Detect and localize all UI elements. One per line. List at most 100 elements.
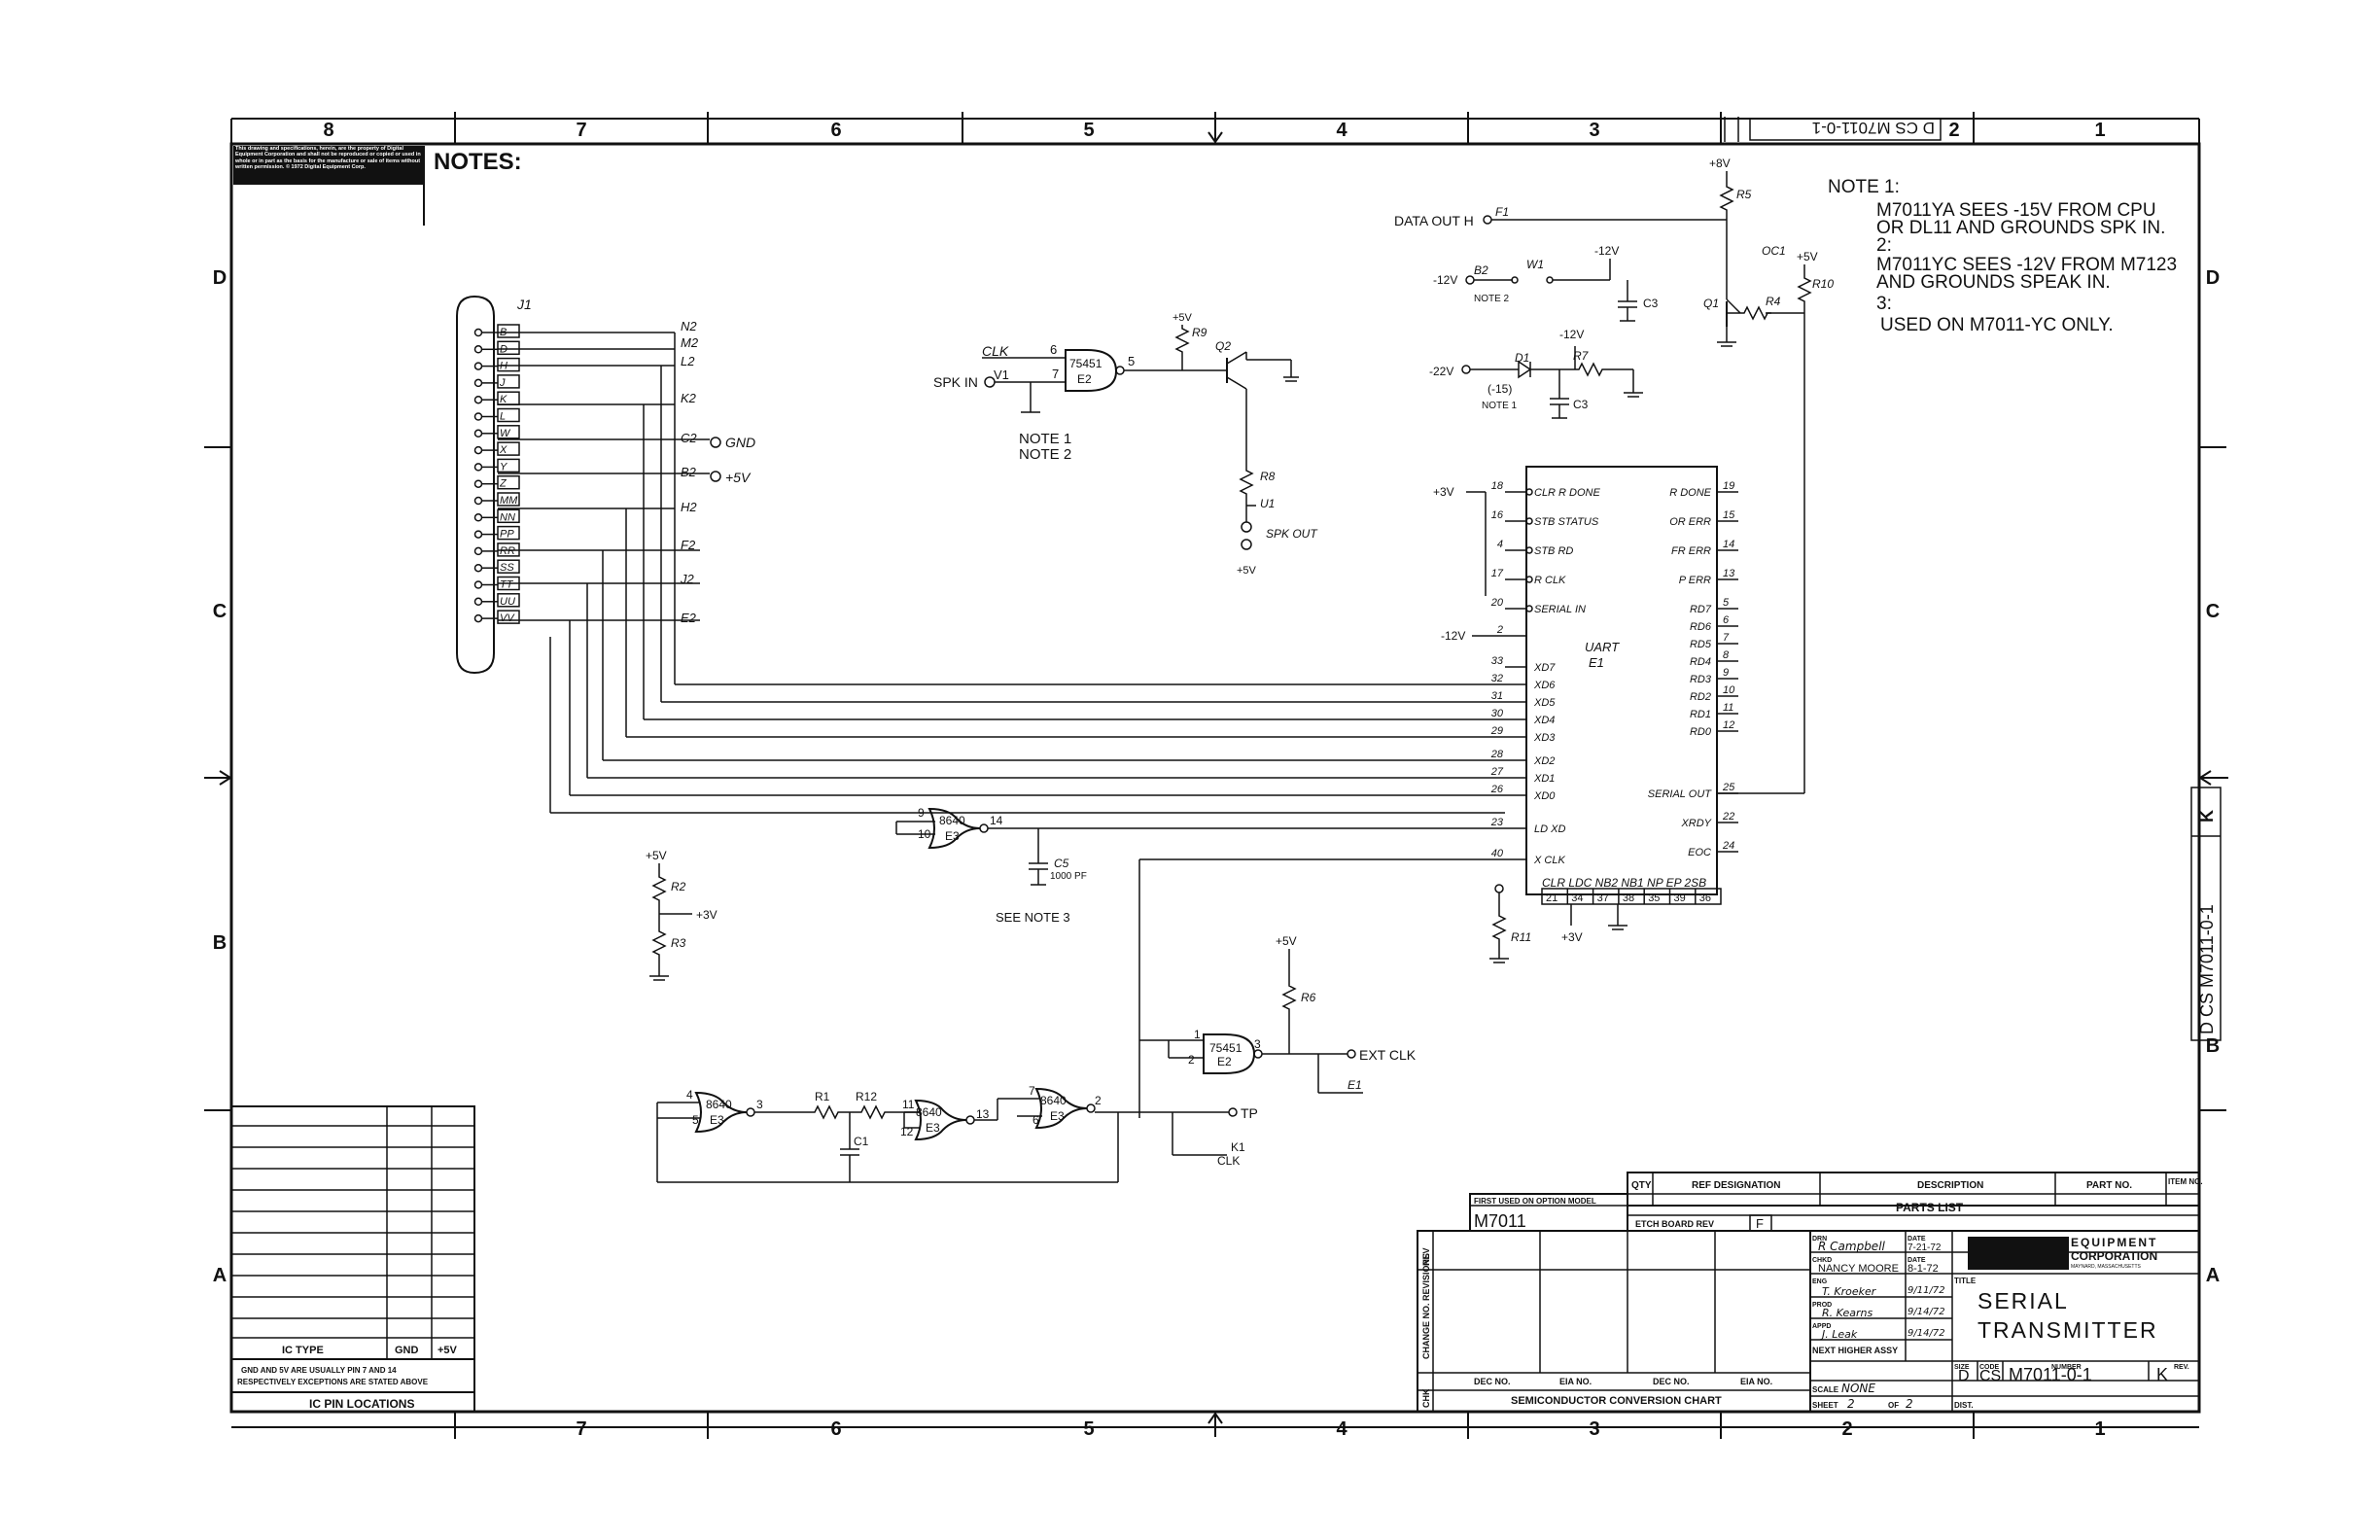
j1-pin-label: L <box>500 411 506 423</box>
svg-text:EXT CLK: EXT CLK <box>1359 1047 1417 1063</box>
svg-text:6: 6 <box>1050 342 1057 357</box>
svg-text:2: 2 <box>1906 1397 1913 1411</box>
svg-text:CHKD: CHKD <box>1812 1257 1832 1264</box>
svg-text:OR DL11 AND GROUNDS SPK IN.: OR DL11 AND GROUNDS SPK IN. <box>1876 218 2165 238</box>
svg-text:C: C <box>213 601 227 622</box>
svg-text:7: 7 <box>576 120 586 141</box>
svg-text:-12V: -12V <box>1441 629 1465 643</box>
uart-right-pin-name: XRDY <box>1680 818 1711 829</box>
svg-text:DRN: DRN <box>1812 1236 1827 1242</box>
svg-text:OC1: OC1 <box>1762 244 1786 258</box>
j1-pin-label: K <box>500 394 508 405</box>
svg-text:E3: E3 <box>945 829 960 843</box>
j1-pin-label: Y <box>500 461 508 472</box>
svg-text:RESPECTIVELY EXCEPTIONS ARE S: RESPECTIVELY EXCEPTIONS ARE STATED ABOVE <box>237 1378 429 1386</box>
uart-bottom-pin-number: 36 <box>1699 892 1711 904</box>
uart-left-pin-name: XD4 <box>1533 715 1555 726</box>
uart-left-pin-number: 17 <box>1491 568 1504 579</box>
svg-text:E3: E3 <box>710 1113 724 1127</box>
svg-text:E3: E3 <box>926 1121 940 1135</box>
svg-text:3:: 3: <box>1876 294 1892 314</box>
uart-right-pin-number: 9 <box>1723 667 1729 679</box>
svg-text:FIRST USED ON OPTION MODEL: FIRST USED ON OPTION MODEL <box>1474 1197 1596 1206</box>
data-out-stage: DATA OUT H F1 +8V R5 OC1 +5V R10 R4 Q1 -… <box>1394 157 1834 794</box>
svg-text:4: 4 <box>1336 1418 1348 1440</box>
j1-pin-box <box>497 474 520 490</box>
svg-text:NONE: NONE <box>1841 1382 1875 1395</box>
j1-pin-marker <box>473 463 483 472</box>
uart-right-pin-number: 13 <box>1723 568 1735 579</box>
svg-text:DATE: DATE <box>1908 1257 1926 1264</box>
uart-pin-bubble <box>1525 517 1533 525</box>
svg-text:NOTE 1: NOTE 1 <box>1482 401 1518 411</box>
j1-pin-box <box>497 324 520 338</box>
uart-left-pin-number: 29 <box>1490 725 1503 737</box>
svg-text:DEC NO.: DEC NO. <box>1653 1377 1690 1386</box>
uart-left-pin-name: STB RD <box>1534 545 1573 557</box>
j1-pin-box <box>497 374 520 389</box>
j1-pin-marker <box>473 546 483 556</box>
j1-pin-box <box>497 525 520 541</box>
svg-text:TP: TP <box>1241 1105 1258 1121</box>
svg-text:+5V: +5V <box>725 470 752 485</box>
svg-text:13: 13 <box>976 1107 990 1121</box>
uart-right-pin-name: P ERR <box>1679 575 1711 586</box>
svg-text:9: 9 <box>918 806 925 820</box>
uart-right-pin-name: OR ERR <box>1669 516 1711 528</box>
uart-right-pin-name: FR ERR <box>1671 545 1711 557</box>
j1-pin-marker <box>473 345 483 354</box>
svg-text:CHANGE NO. REVISIONS: CHANGE NO. REVISIONS <box>1421 1253 1431 1359</box>
svg-text:R10: R10 <box>1812 277 1834 291</box>
uart-right-pin-number: 19 <box>1723 480 1734 492</box>
svg-text:R1: R1 <box>815 1090 830 1103</box>
svg-text:B: B <box>213 932 227 954</box>
svg-text:NOTE 1:: NOTE 1: <box>1828 177 1900 197</box>
svg-text:D1: D1 <box>1515 351 1529 365</box>
j1-pin-label: MM <box>500 495 518 507</box>
svg-text:D CS M7011-0-1: D CS M7011-0-1 <box>1812 119 1935 137</box>
svg-text:M7011YC SEES -12V FROM M7123: M7011YC SEES -12V FROM M7123 <box>1876 255 2177 275</box>
uart-left-pin-name: STB STATUS <box>1534 516 1599 528</box>
j1-pin-label: Z <box>499 478 508 490</box>
svg-text:C: C <box>2206 601 2220 622</box>
svg-text:7-21-72: 7-21-72 <box>1908 1242 1942 1253</box>
svg-text:K: K <box>2156 1365 2168 1384</box>
svg-text:CS: CS <box>1979 1368 2001 1384</box>
svg-text:11: 11 <box>902 1098 915 1111</box>
svg-text:2: 2 <box>1847 1397 1855 1411</box>
svg-text:E2: E2 <box>1077 372 1092 386</box>
uart-e1: UART E1 <box>1525 466 1718 895</box>
uart-right-pin-name: RD5 <box>1690 639 1712 650</box>
title-block: QTY REF DESIGNATION DESCRIPTION PART NO.… <box>1417 1172 2203 1413</box>
svg-text:B2: B2 <box>681 465 697 479</box>
j1-pin-box <box>497 492 520 507</box>
svg-text:REV: REV <box>1421 1247 1431 1266</box>
uart-left-pin-number: 30 <box>1491 708 1504 719</box>
uart-left-pin-name: XD1 <box>1533 773 1555 785</box>
svg-text:1: 1 <box>2094 1418 2105 1440</box>
svg-text:U1: U1 <box>1260 497 1275 510</box>
svg-text:2: 2 <box>1841 1418 1852 1440</box>
svg-text:R6: R6 <box>1301 991 1316 1004</box>
j1-pin-box <box>497 559 520 574</box>
j1-wiring <box>498 332 1505 814</box>
uart-left-pin-name: LD XD <box>1534 823 1565 835</box>
svg-text:R. Kearns: R. Kearns <box>1822 1307 1872 1319</box>
svg-text:GND: GND <box>395 1345 419 1356</box>
svg-text:APPD: APPD <box>1812 1323 1831 1330</box>
svg-text:+5V: +5V <box>1276 934 1297 948</box>
svg-text:5: 5 <box>1128 354 1135 368</box>
svg-text:CLK: CLK <box>982 343 1009 359</box>
uart-right-pin-number: 12 <box>1723 719 1734 731</box>
j1-pin-marker <box>473 496 483 506</box>
uart-right-pin-number: 11 <box>1723 702 1733 714</box>
svg-text:+3V: +3V <box>1433 485 1454 499</box>
svg-text:C2: C2 <box>681 431 697 445</box>
svg-text:K2: K2 <box>681 391 697 405</box>
svg-text:UART: UART <box>1585 640 1620 654</box>
svg-text:+5V: +5V <box>1172 312 1193 324</box>
svg-text:12: 12 <box>900 1125 914 1138</box>
svg-text:4: 4 <box>1336 120 1348 141</box>
uart-left-pin-number: 23 <box>1490 817 1504 828</box>
